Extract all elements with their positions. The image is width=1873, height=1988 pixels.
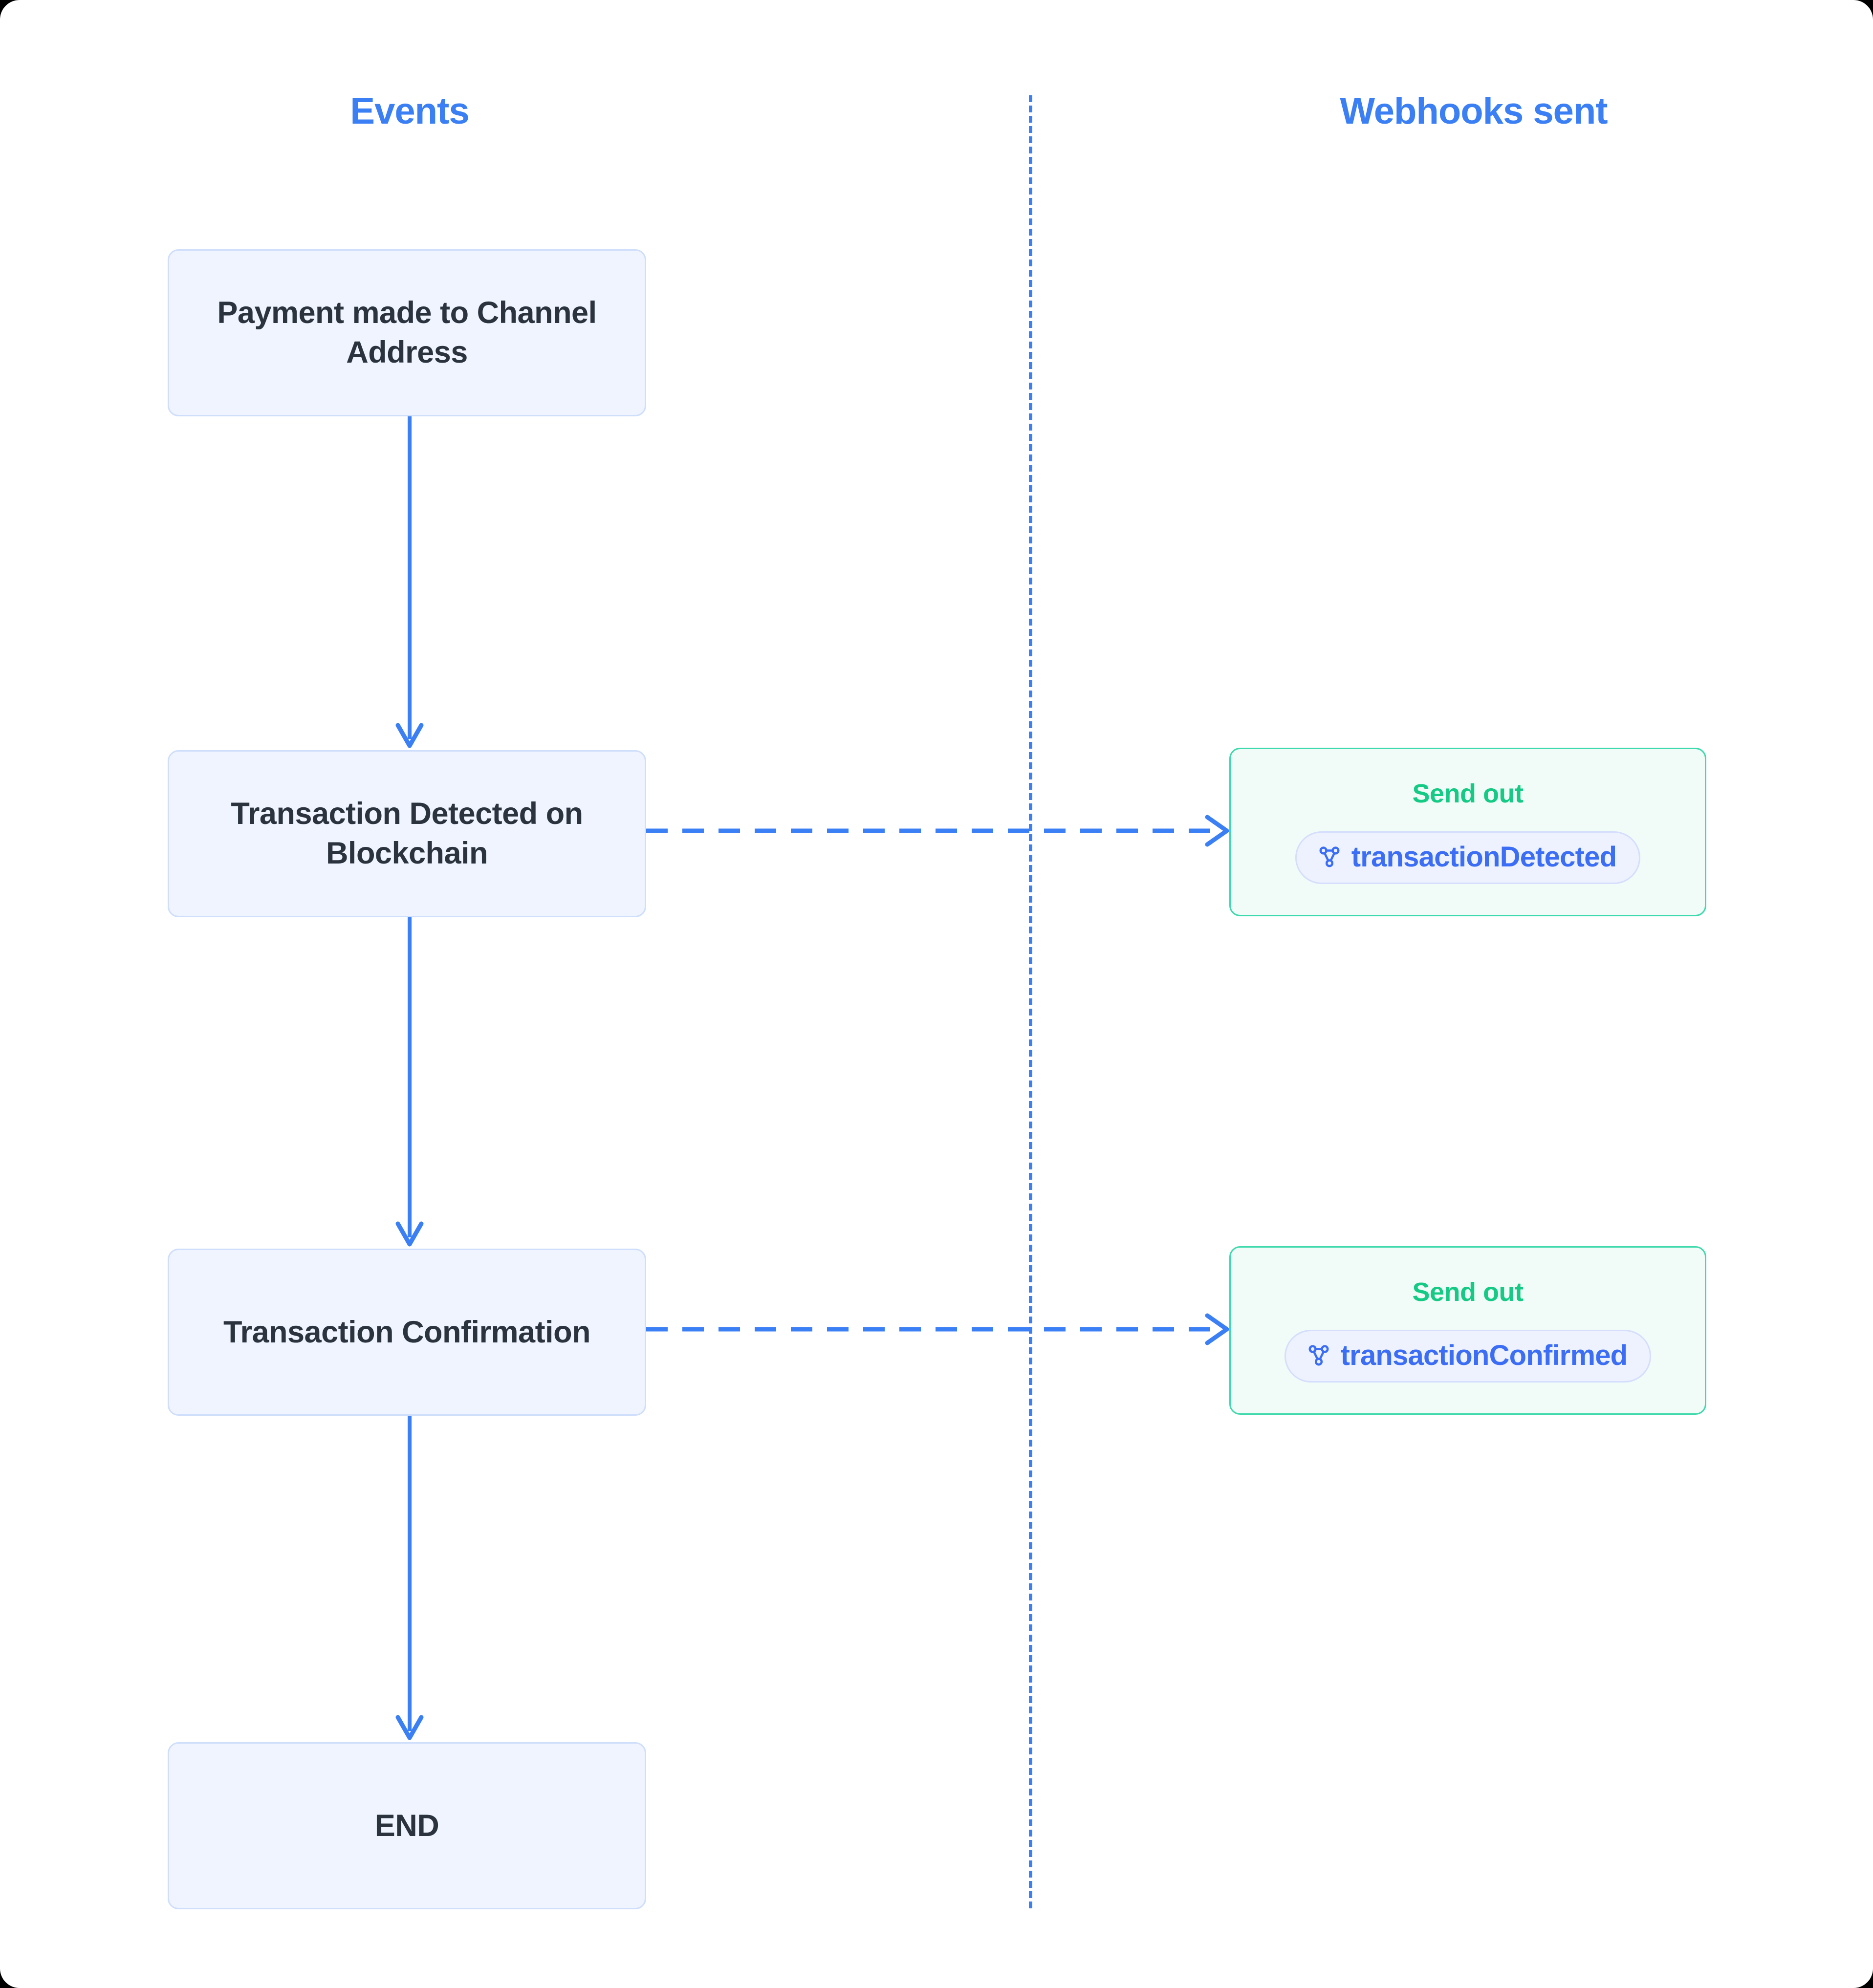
event-node-label: Transaction Confirmation [223,1315,591,1349]
event-node-label: Payment made to Channel Address [217,296,597,369]
column-header-webhooks: Webhooks sent [1340,90,1608,132]
connector-confirmation-to-end [395,1416,424,1740]
webhook-node-transaction-detected[interactable]: Send out transactionDetected [1229,748,1706,916]
event-node-payment-made[interactable]: Payment made to Channel Address [168,249,646,416]
webhook-event-name: transactionConfirmed [1340,1339,1628,1371]
event-node-label: END [374,1808,439,1843]
webhook-node-transaction-confirmed[interactable]: Send out transactionConfirmed [1229,1246,1706,1415]
webhook-event-pill[interactable]: transactionConfirmed [1284,1329,1652,1383]
connector-confirmation-to-webhook [646,1313,1229,1345]
webhook-title: Send out [1412,1277,1524,1307]
webhook-event-name: transactionDetected [1351,841,1617,873]
event-node-transaction-confirmation[interactable]: Transaction Confirmation [168,1249,646,1416]
connector-detected-to-confirmation [395,917,424,1247]
connector-detected-to-webhook [646,815,1229,847]
event-node-label: Transaction Detected on Blockchain [231,797,583,870]
event-node-end[interactable]: END [168,1742,646,1909]
webhook-title: Send out [1412,778,1524,808]
connector-payment-to-detected [395,416,424,748]
event-node-transaction-detected[interactable]: Transaction Detected on Blockchain [168,750,646,917]
webhook-icon [1308,1344,1329,1365]
column-header-events: Events [350,90,469,132]
swimlane-divider [1029,95,1032,1908]
webhook-event-pill[interactable]: transactionDetected [1295,831,1641,884]
webhook-icon [1319,846,1340,867]
